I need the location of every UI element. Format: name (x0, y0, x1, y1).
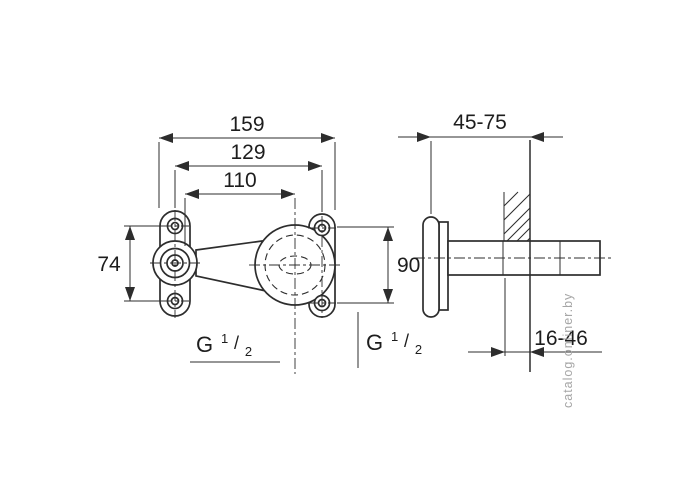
hatch-line (516, 227, 531, 242)
dim-inner-width-label: 110 (223, 169, 256, 192)
front-view (150, 198, 341, 374)
dim-depth-range-label: 45-75 (453, 111, 507, 134)
watermark-text: catalog.onliner.by (561, 293, 575, 408)
thread-label-left: G 1 / 2 (190, 325, 280, 363)
mount-plate (422, 216, 440, 318)
dim-total-width-label: 159 (229, 113, 264, 136)
hatch-line (503, 191, 519, 207)
dim-wall-range-label: 16-46 (534, 327, 588, 350)
wall-hatching (503, 191, 531, 242)
dim-right-height-label: 90 (397, 254, 420, 277)
side-view (414, 140, 612, 372)
dimension-annotations: 159 129 110 74 90 45-75 16-46 (97, 111, 602, 357)
hatch-line (503, 207, 531, 235)
dim-left-height-label: 74 (97, 253, 121, 276)
thread-label-right: G 1 / 2 (357, 312, 422, 368)
hatch-line (506, 217, 531, 242)
flange-plate (438, 221, 449, 311)
dim-outer-width-label: 129 (230, 141, 265, 164)
hatch-line (503, 193, 531, 221)
thread-size-label-right: G 1 / 2 (366, 323, 422, 357)
thread-size-label-left: G 1 / 2 (196, 325, 252, 359)
